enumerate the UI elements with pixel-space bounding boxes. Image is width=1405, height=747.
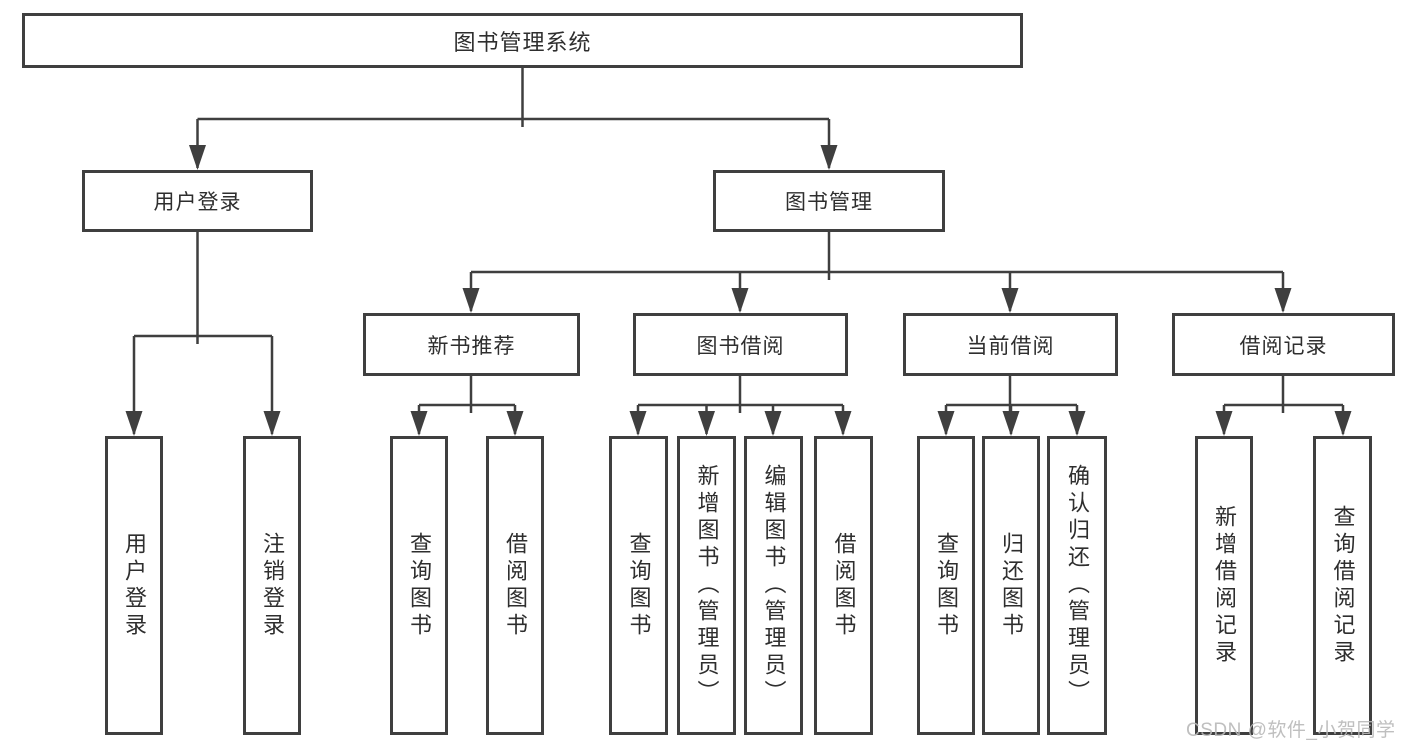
- leaf-return-books: 归还图书: [982, 436, 1040, 735]
- node-label: 图书管理: [785, 191, 873, 214]
- node-book-management: 图书管理: [713, 170, 945, 232]
- leaf-borrow-books-borrowing: 借阅图书: [814, 436, 873, 735]
- leaf-label: 确认归还（管理员）: [1065, 464, 1090, 707]
- leaf-query-books-current: 查询图书: [917, 436, 975, 735]
- node-user-login: 用户登录: [82, 170, 313, 232]
- leaf-label: 新增图书（管理员）: [694, 464, 720, 707]
- leaf-confirm-return-admin: 确认归还（管理员）: [1047, 436, 1107, 735]
- leaf-label: 归还图书: [999, 531, 1024, 640]
- node-new-book-recommend: 新书推荐: [363, 313, 580, 376]
- leaf-label: 查询借阅记录: [1330, 504, 1356, 667]
- leaf-label: 借阅图书: [503, 531, 528, 640]
- leaf-label: 借阅图书: [831, 531, 857, 640]
- leaf-query-books-recommend: 查询图书: [390, 436, 448, 735]
- node-borrowing-records: 借阅记录: [1172, 313, 1395, 376]
- leaf-label: 新增借阅记录: [1212, 504, 1237, 667]
- node-library-system: 图书管理系统: [22, 13, 1023, 68]
- node-label: 图书借阅: [696, 334, 785, 358]
- leaf-add-books-admin: 新增图书（管理员）: [677, 436, 736, 735]
- leaf-query-borrow-record: 查询借阅记录: [1313, 436, 1372, 735]
- leaf-label: 编辑图书（管理员）: [761, 464, 787, 707]
- node-label: 图书管理系统: [453, 29, 592, 55]
- node-label: 借阅记录: [1239, 334, 1328, 358]
- node-label: 当前借阅: [966, 334, 1055, 358]
- node-book-borrowing: 图书借阅: [633, 313, 848, 376]
- node-label: 用户登录: [153, 191, 242, 214]
- leaf-label: 查询图书: [934, 531, 959, 640]
- leaf-edit-books-admin: 编辑图书（管理员）: [744, 436, 803, 735]
- csdn-watermark: CSDN @软件_小贺同学: [1186, 720, 1396, 741]
- arrowheads: [125, 145, 1352, 436]
- leaf-label: 用户登录: [122, 531, 147, 640]
- leaf-user-login: 用户登录: [105, 436, 163, 735]
- leaf-add-borrow-record: 新增借阅记录: [1195, 436, 1253, 735]
- node-label: 新书推荐: [427, 334, 516, 358]
- leaf-logout: 注销登录: [243, 436, 301, 735]
- leaf-borrow-books-recommend: 借阅图书: [486, 436, 544, 735]
- node-current-borrowing: 当前借阅: [903, 313, 1118, 376]
- leaf-label: 查询图书: [407, 531, 432, 640]
- leaf-query-books-borrowing: 查询图书: [609, 436, 668, 735]
- leaf-label: 注销登录: [260, 531, 285, 640]
- leaf-label: 查询图书: [626, 531, 652, 640]
